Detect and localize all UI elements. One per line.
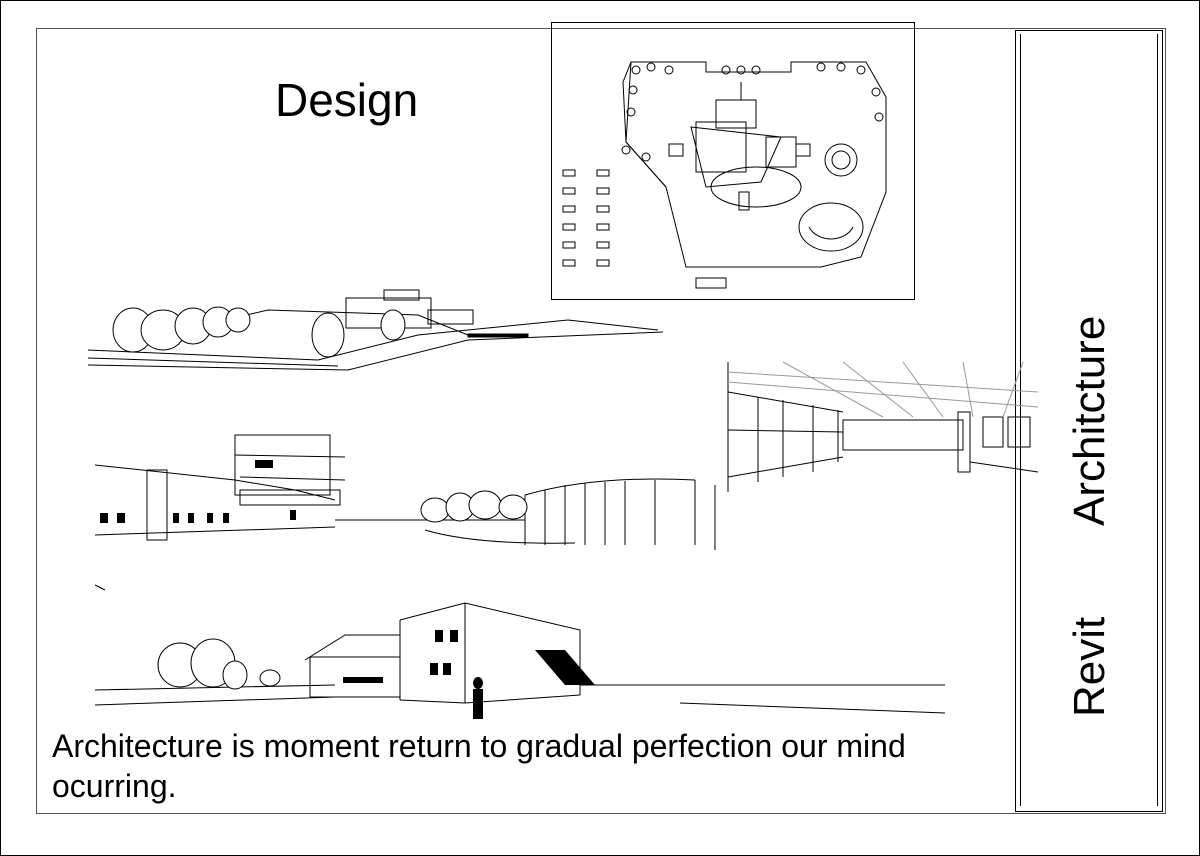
- site-plan-drawing: [551, 22, 913, 298]
- title-block-subject: Architcture: [1065, 315, 1114, 526]
- title-block-inner-border: [1020, 34, 1158, 806]
- title-block: [1015, 30, 1163, 812]
- site-plan-viewport: [551, 22, 915, 300]
- street-perspective-drawing: [95, 435, 720, 550]
- title-block-software: Revit: [1065, 616, 1114, 717]
- interior-perspective-drawing: [683, 362, 1038, 492]
- aerial-perspective-drawing: [88, 290, 663, 375]
- design-title: Design: [275, 74, 419, 126]
- sheet-inner-border: [36, 28, 1166, 814]
- building-perspective-drawing: [95, 585, 945, 719]
- sheet-caption: Architecture is moment return to gradual…: [52, 728, 906, 804]
